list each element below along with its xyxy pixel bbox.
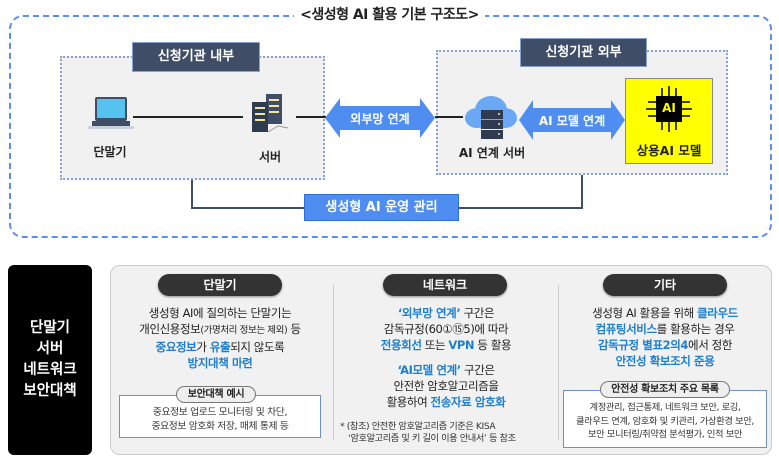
connector-line <box>191 180 193 209</box>
text: 구간은 <box>460 306 495 320</box>
text: 에서 정한 <box>688 338 733 352</box>
text-line: 중요정보 암호화 저장, 매체 통제 등 <box>151 421 289 432</box>
ai-model-link-label: AI 모델 연계 <box>538 113 606 128</box>
laptop-icon <box>88 96 134 136</box>
text-line: 생성형 AI에 질의하는 단말기는 <box>148 306 292 320</box>
outside-zone-label: 신청기관 외부 <box>520 38 647 67</box>
text-line: 중요정보 업로드 모니터링 및 차단, <box>152 407 288 418</box>
external-link-label: 외부망 연계 <box>350 111 410 126</box>
text: 중요정보 <box>155 340 197 354</box>
text: 되지 않도록 <box>230 340 285 354</box>
text: 감독규정 별표2의4 <box>597 338 689 352</box>
inside-zone-label: 신청기관 내부 <box>132 42 260 72</box>
text: 활용하여 <box>386 395 431 409</box>
side-label-line: 보안대책 <box>23 383 77 399</box>
network-description-1: ‘외부망 연계’ 구간은 감독규정(60①⑮5)에 따라 전용회선 또는 VPN… <box>337 305 555 353</box>
network-description-2: ‘AI모델 연계’ 구간은 안전한 암호알고리즘을 활용하여 전송자료 암호화 <box>337 362 555 410</box>
side-label-line: 단말기 <box>29 320 71 336</box>
text: 전용회선 <box>380 338 422 352</box>
text-line: 감독규정(60①⑮5)에 따라 <box>383 322 509 336</box>
text: 개인신용정보 <box>139 322 201 336</box>
server-icon <box>246 92 292 140</box>
connector-line <box>296 116 326 118</box>
cloud-server-icon <box>465 90 517 144</box>
commercial-model-label: 상용AI 모델 <box>636 143 702 158</box>
text: 등 <box>287 322 302 336</box>
text-line: 보안 모니터링/취약점 분석평가, 인적 보안 <box>587 429 743 440</box>
text: VPN <box>448 338 475 352</box>
text: ‘AI모델 연계’ <box>397 363 461 377</box>
text: 를 활용하는 경우 <box>656 322 735 336</box>
connector-line <box>191 207 305 209</box>
network-header: 네트워크 <box>383 274 507 296</box>
other-example-box: 계정관리, 접근통제, 네트워크 보안, 로깅, 클라우드 연계, 암호화 및 … <box>563 390 767 448</box>
double-arrow-icon <box>519 100 625 144</box>
terminal-example-title: 보안대책 예시 <box>176 386 256 403</box>
server-label: 서버 <box>258 150 282 164</box>
other-header: 기타 <box>603 274 727 296</box>
ai-chip-icon <box>646 86 692 136</box>
divider <box>333 285 334 440</box>
terminal-description: 생성형 AI에 질의하는 단말기는 개인신용정보(가명처리 정보는 제외) 등 … <box>112 305 328 371</box>
text-line: 계정관리, 접근통제, 네트워크 보안, 로깅, <box>589 402 741 413</box>
other-description: 생성형 AI 활용을 위해 클라우드 컴퓨팅서비스를 활용하는 경우 감독규정 … <box>560 305 770 369</box>
text: 컴퓨팅서비스 <box>595 322 657 336</box>
other-example-title: 안전성 확보조치 주요 목록 <box>600 381 730 398</box>
text-line: ‘암호알고리즘 및 키 길이 이용 안내서’ 등 참조 <box>348 433 516 444</box>
text-line: * (참조) 안전한 암호알고리즘 기준은 KISA <box>340 421 496 432</box>
text: 유출 <box>209 340 231 354</box>
terminal-label: 단말기 <box>93 145 127 159</box>
text: 클라우드 <box>697 306 738 320</box>
text: ‘외부망 연계’ <box>397 306 461 320</box>
text: 가 <box>196 340 210 354</box>
text: (가명처리 정보는 제외) <box>200 325 288 336</box>
connector-line <box>435 116 463 118</box>
connector-line <box>581 175 583 209</box>
divider <box>558 285 559 440</box>
network-note: * (참조) 안전한 암호알고리즘 기준은 KISA ‘암호알고리즘 및 키 길… <box>340 421 558 445</box>
text: 전송자료 암호화 <box>430 395 506 409</box>
text-line: 안전한 암호알고리즘을 <box>393 379 499 393</box>
ai-operation-management: 생성형 AI 운영 관리 <box>304 194 459 221</box>
text: 생성형 AI 활용을 위해 <box>592 306 698 320</box>
side-label-line: 서버 <box>36 341 64 357</box>
ai-link-server-label: AI 연계 서버 <box>458 146 526 160</box>
connector-line <box>459 207 583 209</box>
double-arrow-icon <box>325 98 435 142</box>
security-measures-label: 단말기 서버 네트워크 보안대책 <box>8 265 92 455</box>
text: 구간은 <box>460 363 495 377</box>
terminal-header: 단말기 <box>158 274 282 296</box>
chip-text: AI <box>662 101 676 115</box>
text: 등 활용 <box>474 338 512 352</box>
page-title: <생성형 AI 활용 기본 구조도> <box>0 4 779 24</box>
text: 또는 <box>421 338 449 352</box>
text-line: 클라우드 연계, 암호화 및 키관리, 가상환경 보안, <box>576 415 754 427</box>
commercial-ai-model-box <box>625 78 713 164</box>
text-line: 안전성 확보조치 준용 <box>615 354 715 368</box>
side-label-line: 네트워크 <box>23 362 77 378</box>
text-line: 방지대책 마련 <box>187 356 253 370</box>
connector-line <box>133 116 243 118</box>
